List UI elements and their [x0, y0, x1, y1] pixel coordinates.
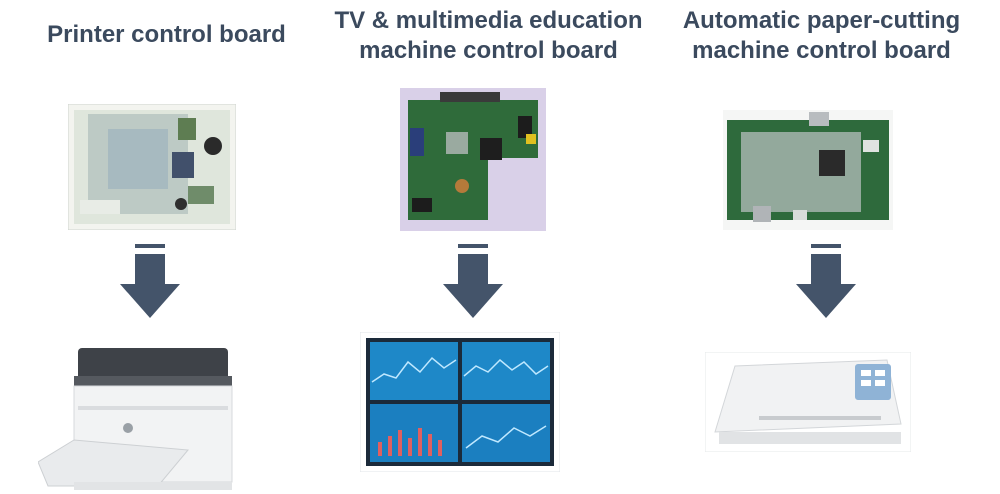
column-printer: Printer control board	[0, 0, 333, 494]
column-title: Automatic paper-cutting machine control …	[682, 7, 961, 64]
column-title: TV & multimedia education machine contro…	[334, 7, 643, 64]
down-arrow-icon	[438, 244, 508, 324]
down-arrow-icon	[791, 244, 861, 324]
paper-cutting-machine-image	[705, 352, 911, 452]
column-title: Printer control board	[47, 21, 286, 48]
down-arrow-icon	[115, 244, 185, 324]
tv-control-board-image	[400, 88, 546, 231]
video-wall-display-image	[360, 332, 560, 472]
laser-printer-image	[38, 336, 244, 494]
paper-cutting-control-board-image	[723, 110, 893, 230]
column-paper-cutting: Automatic paper-cutting machine control …	[655, 0, 988, 494]
column-tv: TV & multimedia education machine contro…	[322, 0, 655, 494]
printer-control-board-image	[68, 104, 236, 230]
